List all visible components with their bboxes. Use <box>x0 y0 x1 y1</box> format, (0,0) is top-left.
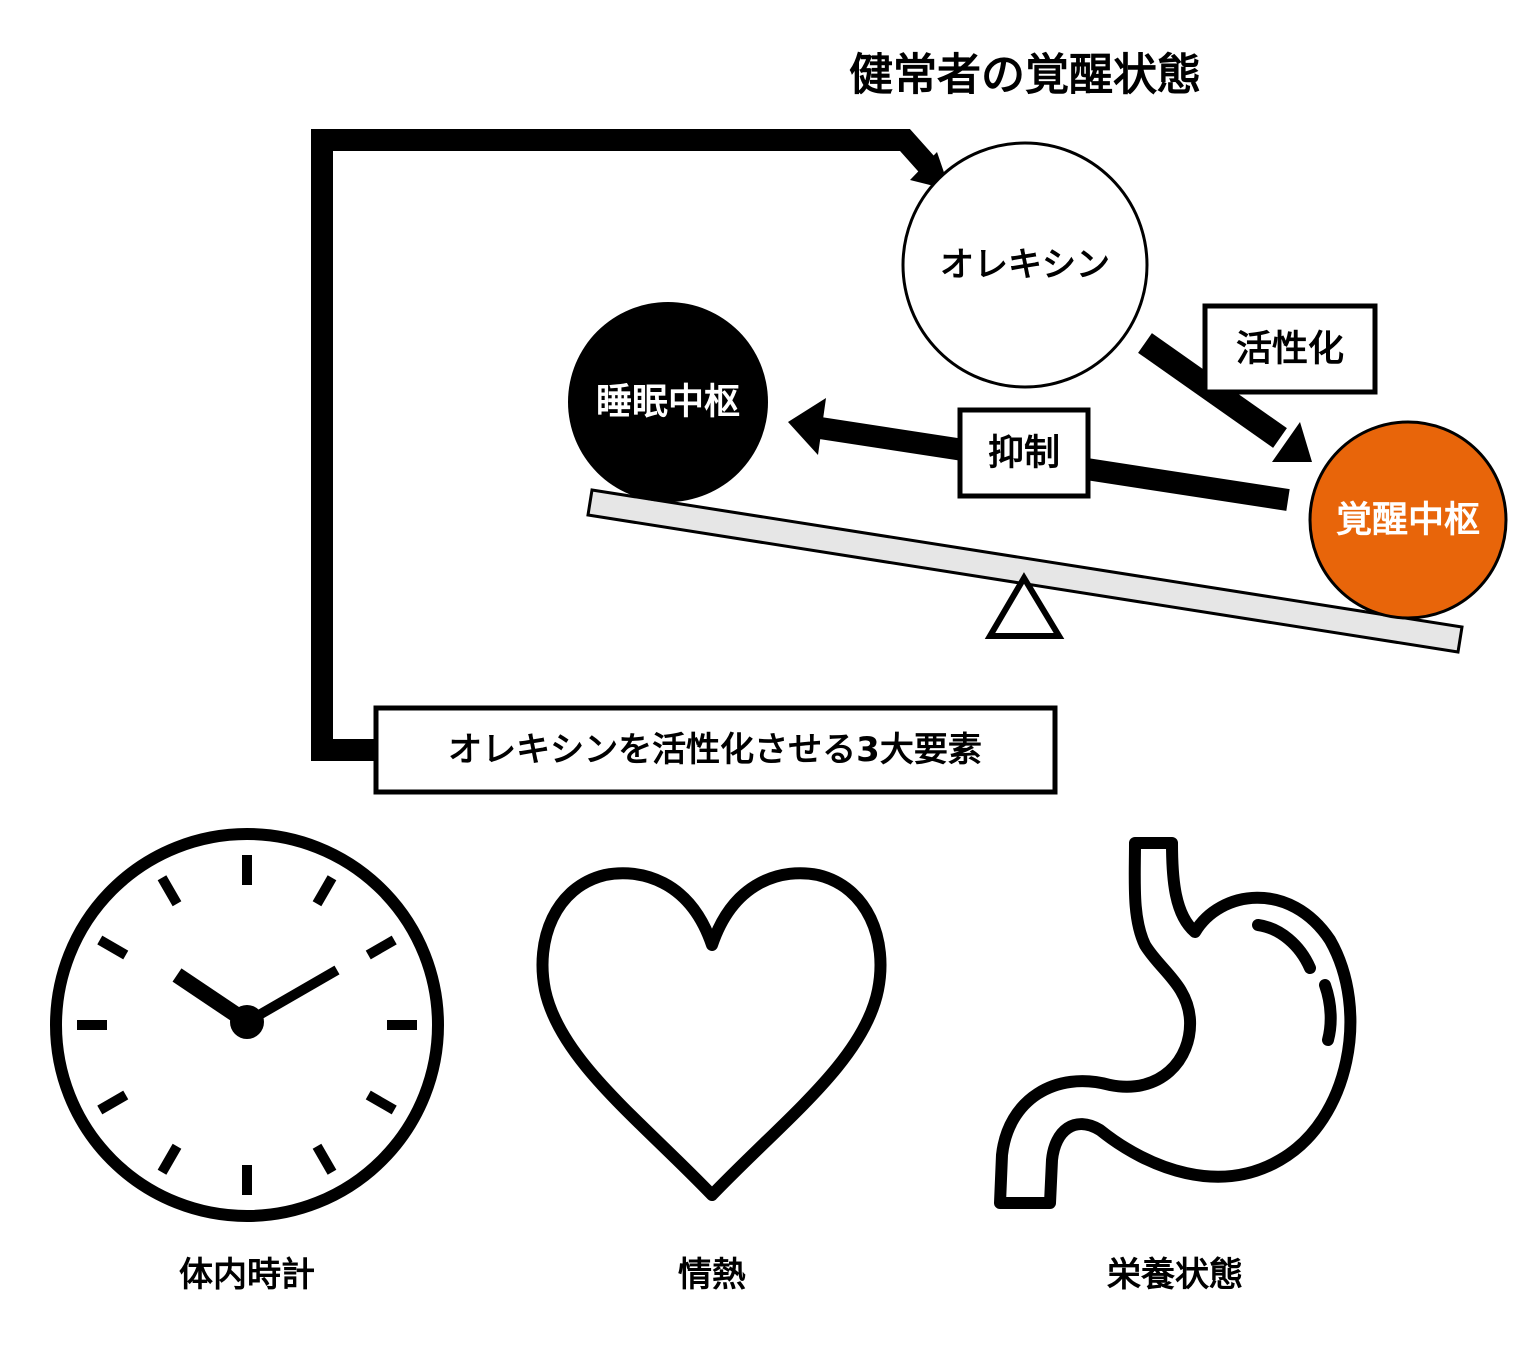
clock-tick <box>312 875 337 907</box>
three-factors-label: オレキシンを活性化させる3大要素 <box>448 730 982 770</box>
clock-tick <box>97 1090 129 1115</box>
clock-tick <box>365 1090 397 1115</box>
activate-label: 活性化 <box>1236 329 1344 370</box>
clock-tick <box>365 935 397 960</box>
wake-center-node: 覚醒中枢 <box>1308 420 1508 620</box>
sleep-center-label: 睡眠中枢 <box>596 382 740 423</box>
factor-label-nutrition: 栄養状態 <box>1107 1255 1243 1295</box>
stomach-icon <box>994 837 1357 1209</box>
suppress-label-box: 抑制 <box>957 407 1091 499</box>
three-factors-box: オレキシンを活性化させる3大要素 <box>373 705 1058 795</box>
sleep-center-node: 睡眠中枢 <box>568 302 768 502</box>
clock-tick <box>97 935 129 960</box>
clock-tick <box>157 875 182 907</box>
seesaw-fulcrum <box>984 572 1065 639</box>
diagram-title: 健常者の覚醒状態 <box>849 50 1201 101</box>
activate-label-box: 活性化 <box>1202 303 1378 395</box>
clock-icon <box>50 828 444 1222</box>
seesaw-beam <box>586 488 1464 654</box>
orexin-label: オレキシン <box>940 245 1110 285</box>
clock-tick <box>312 1143 337 1175</box>
heart-icon <box>536 867 887 1201</box>
orexin-node: オレキシン <box>901 141 1149 389</box>
clock-tick <box>157 1143 182 1175</box>
suppress-label: 抑制 <box>988 433 1060 474</box>
wake-center-label: 覚醒中枢 <box>1336 500 1480 541</box>
factor-label-passion: 情熱 <box>678 1255 746 1295</box>
factor-label-clock: 体内時計 <box>179 1255 315 1295</box>
